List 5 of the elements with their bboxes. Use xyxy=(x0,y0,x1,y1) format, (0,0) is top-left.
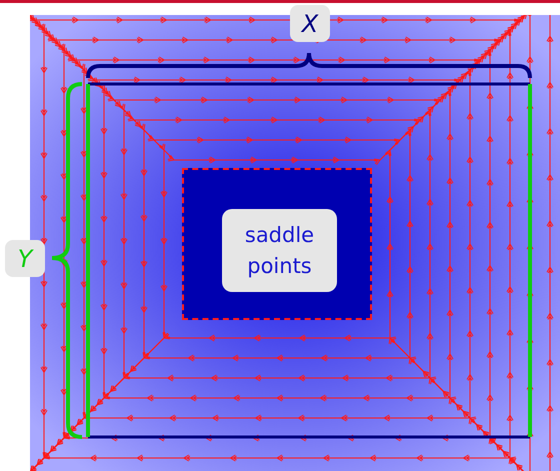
label-box xyxy=(222,209,337,292)
region-label: saddle points xyxy=(244,222,316,280)
saddle-region xyxy=(182,168,372,320)
dimension-label: Y xyxy=(5,240,45,277)
dimension-label: X xyxy=(290,5,330,42)
